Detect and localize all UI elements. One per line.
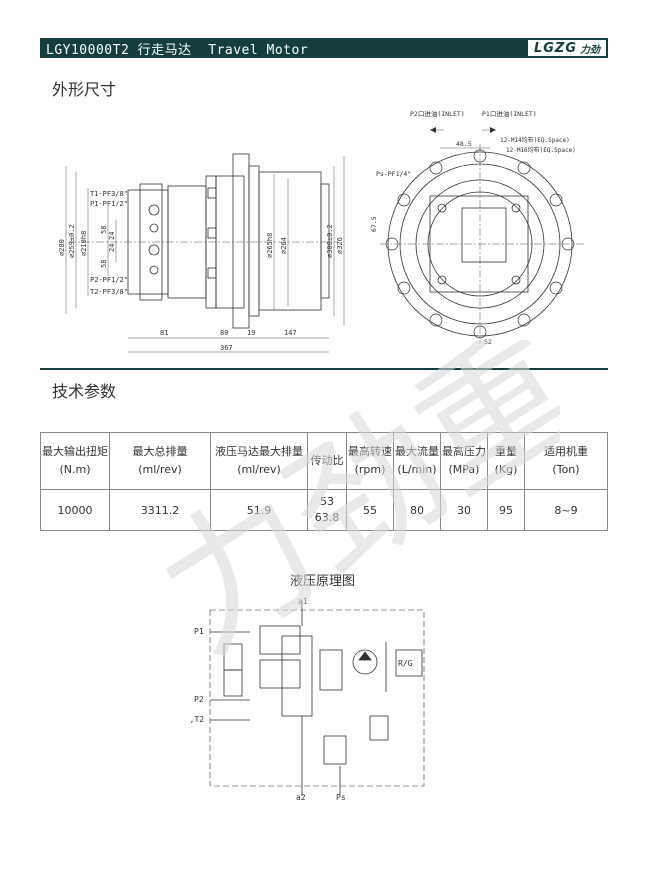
dim-67-5: 67.5 (370, 216, 378, 232)
cell-motor-disp: 51.9 (210, 489, 308, 531)
dim-48-5: 48.5 (456, 140, 472, 148)
dim-d265: ∅265h8 (266, 233, 274, 258)
port-label-t1: T1-PF3/8" (90, 190, 128, 198)
port-a1: a1 (298, 597, 308, 606)
col-ratio: 传动比 (307, 432, 347, 490)
dim-d264: ∅264 (280, 237, 288, 254)
section-title-hydraulic: 液压原理图 (290, 574, 356, 589)
port-p1: P1 (194, 627, 204, 636)
section-title-specs: 技术参数 (52, 382, 117, 401)
cell-total-disp: 3311.2 (109, 489, 211, 531)
spec-header-row: 最大输出扭矩(N.m) 最大总排量(ml/rev) 液压马达最大排量(ml/re… (40, 432, 608, 490)
front-view-drawing: P2口进油(INLET) P1口进油(INLET) 48.5 12-M14均布(… (370, 109, 585, 346)
label-p2-inlet: P2口进油(INLET) (410, 109, 465, 118)
port-t1t2: T1,T2 (190, 715, 204, 724)
dim-d210: ∅210h8 (80, 231, 88, 256)
dim-d259: ∅259±0.2 (68, 224, 76, 258)
port-label-t2: T2-PF3/8" (90, 288, 128, 296)
col-motor-disp: 液压马达最大排量(ml/rev) (210, 432, 308, 490)
cell-speed: 55 (346, 489, 394, 531)
label-rg: R/G (398, 659, 413, 668)
col-total-disp: 最大总排量(ml/rev) (109, 432, 211, 490)
section-title-dimensions: 外形尺寸 (52, 80, 117, 99)
col-flow: 最大流量(L/min) (393, 432, 441, 490)
dim-19: 19 (247, 329, 255, 337)
dim-d326: ∅326 (336, 237, 344, 254)
header-bar: LGY10000T2 行走马达 Travel Motor LGZG 力劲 (40, 38, 608, 58)
port-a2: a2 (296, 793, 306, 802)
dim-24-b: 24 (108, 244, 116, 252)
motor-symbol (352, 649, 378, 675)
col-machine: 适用机重(Ton) (524, 432, 608, 490)
dim-52: 52 (484, 338, 492, 346)
dim-58-top: 58 (100, 226, 108, 234)
cell-torque: 10000 (40, 489, 110, 531)
dim-81: 81 (160, 329, 168, 337)
port-label-p1: P1-PF1/2" (90, 200, 128, 208)
dim-d300: ∅300±0.2 (326, 224, 334, 258)
port-p2: P2 (194, 695, 204, 704)
label-m16: 12-M16均布(EQ.Space) (506, 146, 576, 154)
logo-cn: 力劲 (580, 44, 600, 56)
document-title: LGY10000T2 行走马达 Travel Motor (46, 42, 309, 58)
hydraulic-schematic: a1 P1 P2 T1,T2 R/G a2 Ps (190, 597, 425, 802)
col-torque: 最大输出扭矩(N.m) (40, 432, 110, 490)
port-ps: Ps (336, 793, 346, 802)
dim-24-a: 24 (108, 232, 116, 240)
port-label-p2: P2-PF1/2" (90, 276, 128, 284)
cell-flow: 80 (393, 489, 441, 531)
label-p1-inlet: P1口进油(INLET) (482, 109, 537, 118)
cell-machine: 8~9 (524, 489, 608, 531)
col-speed: 最高转速(rpm) (346, 432, 394, 490)
divider-rule (40, 368, 608, 370)
dim-80: 80 (220, 329, 228, 337)
label-m14: 12-M14均布(EQ.Space) (500, 136, 570, 144)
logo-text: LGZG (533, 40, 577, 56)
spec-table: 最大输出扭矩(N.m) 最大总排量(ml/rev) 液压马达最大排量(ml/re… (40, 432, 608, 531)
label-ps: Ps-PF1/4" (376, 170, 411, 178)
dim-d280: ∅280 (58, 239, 66, 256)
col-weight: 重量(Kg) (487, 432, 525, 490)
dim-367: 367 (220, 344, 233, 352)
cell-pressure: 30 (440, 489, 488, 531)
side-view-drawing: T1-PF3/8" P1-PF1/2" P2-PF1/2" T2-PF3/8" … (58, 153, 345, 353)
dim-147: 147 (284, 329, 297, 337)
schematic-boundary (209, 609, 425, 787)
cell-weight: 95 (487, 489, 525, 531)
col-pressure: 最高压力(MPa) (440, 432, 488, 490)
dim-58-bottom: 58 (100, 260, 108, 268)
brand-logo: LGZG 力劲 (527, 40, 606, 56)
